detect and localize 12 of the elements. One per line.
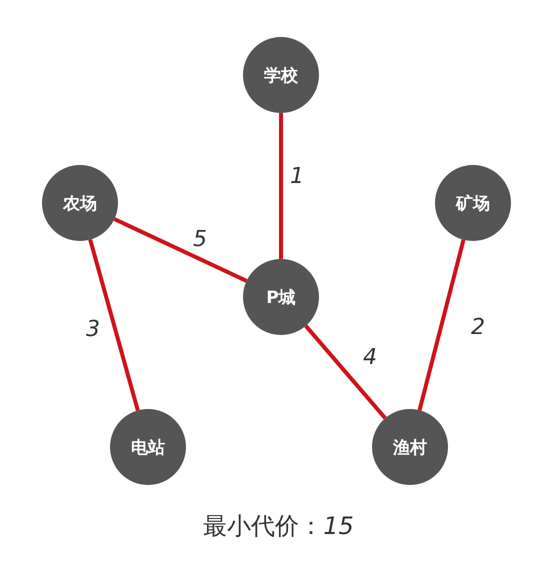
vertex-label: 渔村 xyxy=(393,436,427,458)
connector-line xyxy=(418,239,466,411)
vertex-label: 学校 xyxy=(264,64,298,86)
connector-line xyxy=(88,239,140,411)
vertex-label: 农场 xyxy=(63,192,97,214)
vertex-label: 矿场 xyxy=(456,192,490,214)
connector-line xyxy=(114,217,248,283)
connector-line xyxy=(304,324,387,420)
vertex-label: 电站 xyxy=(131,436,165,458)
connector-line xyxy=(279,113,283,259)
vertex-label: P城 xyxy=(266,286,296,308)
total-cost-text: 最小代价：15 xyxy=(203,511,354,542)
